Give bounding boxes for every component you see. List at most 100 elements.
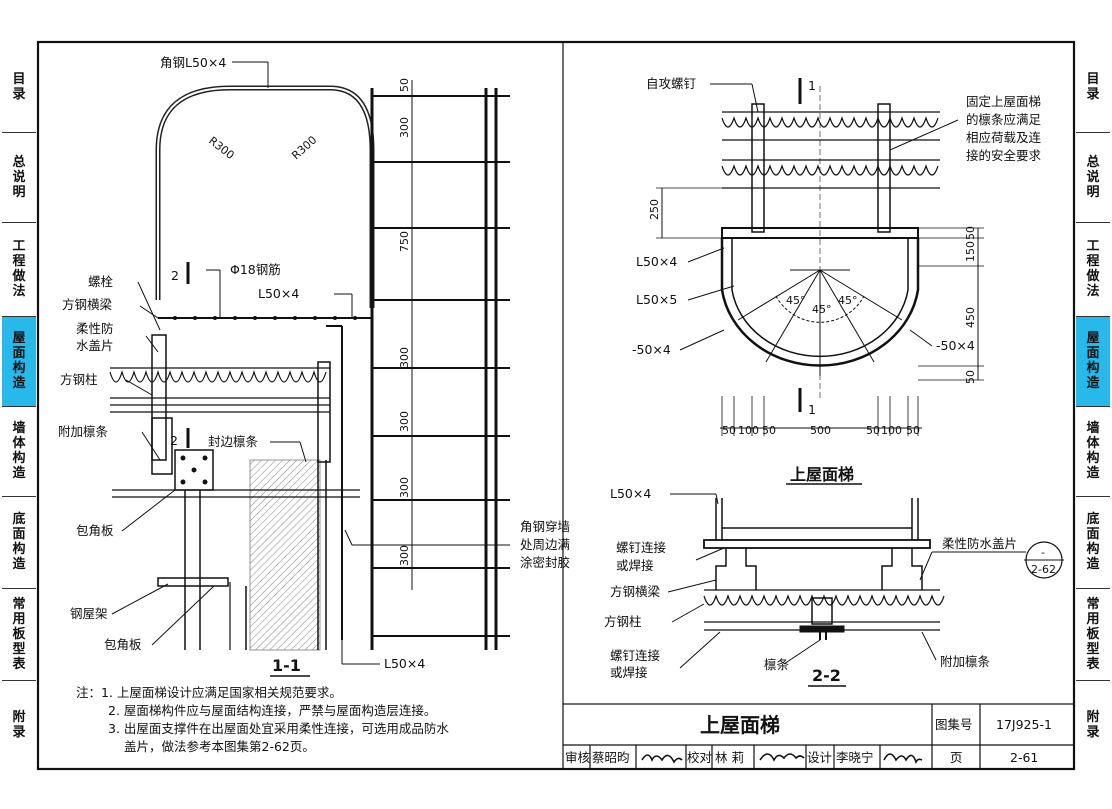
- plan-label-l50x5: L50×5: [636, 292, 677, 307]
- plan-dim-right-150: 150: [964, 241, 977, 262]
- section-mark-2-bottom: 2: [170, 433, 178, 448]
- reviewer-signature: [641, 754, 683, 764]
- s22-screw-weld-1a: 螺钉连接: [616, 540, 667, 555]
- dim-3: 750: [398, 231, 411, 252]
- side-tab-right-5[interactable]: 底 面 构 造: [1086, 512, 1100, 572]
- side-tab-divider: [1076, 680, 1110, 681]
- plan-dim-right-50a: 50: [964, 226, 977, 240]
- s22-purlin: 檩条: [764, 657, 790, 672]
- connection-plate: [174, 449, 214, 491]
- side-tab-left-4[interactable]: 墙 体 构 造: [12, 421, 26, 481]
- sheet-border: [36, 40, 1076, 771]
- side-tab-right-4[interactable]: 墙 体 构 造: [1086, 421, 1100, 481]
- side-tab-divider: [2, 222, 36, 223]
- checker-name: 林 莉: [715, 750, 744, 765]
- plan-dim-bottom-4: 500: [810, 424, 831, 437]
- note-line-1: 注：1. 上屋面梯设计应满足国家相关规范要求。: [76, 685, 342, 700]
- s22-screw-weld-2b: 或焊接: [610, 665, 648, 680]
- drawing-1-1-caption: 1-1: [272, 656, 301, 675]
- plan-label-l50x4: L50×4: [636, 254, 677, 269]
- side-tab-left-1[interactable]: 总 说 明: [12, 154, 26, 200]
- side-tab-left-5[interactable]: 底 面 构 造: [12, 512, 26, 572]
- side-tab-divider: [1076, 222, 1110, 223]
- side-tab-right-6[interactable]: 常 用 板 型 表: [1086, 596, 1100, 672]
- drawing-1-1: [109, 61, 510, 677]
- label-rebar: Φ18钢筋: [230, 262, 281, 277]
- beam-2-2: [703, 539, 931, 549]
- atlas-label: 图集号: [935, 717, 973, 732]
- label-radius-right: R300: [289, 133, 319, 162]
- s22-screw-weld-1b: 或焊接: [616, 558, 654, 573]
- drawing-2-2-caption: 2-2: [812, 666, 841, 685]
- side-tab-left-2[interactable]: 工 程 做 法: [12, 239, 26, 299]
- plan-label-neg-50x4-right: -50×4: [936, 338, 975, 353]
- plan-label-neg-50x4-left: -50×4: [632, 342, 671, 357]
- leader-lines-1-1: [111, 61, 510, 665]
- side-tab-right-3[interactable]: 屋 面 构 造: [1076, 316, 1110, 406]
- plan-label-self-tap-screw: 自攻螺钉: [646, 76, 697, 91]
- side-tab-right-0[interactable]: 目 录: [1086, 72, 1100, 102]
- plan-sec-1-bottom: 1: [808, 402, 816, 417]
- plan-purlin-note-3: 相应荷载及连: [966, 130, 1042, 145]
- dim-1: 50: [398, 78, 411, 92]
- atlas-no: 17J925-1: [996, 717, 1052, 732]
- side-tab-left-3[interactable]: 屋 面 构 造: [2, 316, 36, 406]
- label-wall-pen-2: 处周边满: [520, 537, 570, 552]
- side-tab-divider: [2, 316, 36, 317]
- wall-insulation: [249, 459, 321, 651]
- label-edge-purlin: 封边檩条: [208, 434, 259, 449]
- plan-dim-bottom-3: 50: [762, 424, 776, 437]
- plan-angle-a: 45°: [786, 294, 806, 307]
- s22-additional-purlin: 附加檩条: [940, 654, 991, 669]
- label-bolt: 螺栓: [88, 274, 114, 289]
- design-label: 设计: [807, 750, 832, 765]
- side-tab-divider: [2, 680, 36, 681]
- rebar-dots: [173, 316, 357, 320]
- square-steel-column: [151, 334, 167, 461]
- label-l50x4-bottom: L50×4: [384, 656, 425, 671]
- dim-4: 300: [398, 347, 411, 368]
- label-wall-pen-1: 角钢穿墙: [520, 519, 570, 534]
- side-tab-right-7[interactable]: 附 录: [1086, 709, 1100, 740]
- plan-dim-bottom-1: 50: [722, 424, 736, 437]
- ladder-top-frame: [721, 227, 919, 239]
- side-tab-left-0[interactable]: 目 录: [12, 72, 26, 102]
- side-tab-right-2[interactable]: 工 程 做 法: [1086, 239, 1100, 299]
- page-label: 页: [950, 750, 963, 765]
- dim-5: 300: [398, 411, 411, 432]
- side-tab-left-6[interactable]: 常 用 板 型 表: [12, 596, 26, 672]
- s22-ref-top: -: [1041, 546, 1045, 559]
- side-tab-divider: [1076, 406, 1110, 407]
- plan-sec-1-top: 1: [808, 78, 816, 93]
- side-tab-divider: [2, 406, 36, 407]
- s22-screw-weld-2a: 螺钉连接: [610, 648, 661, 663]
- drawing-2-2: [667, 493, 1064, 687]
- label-radius-left: R300: [206, 134, 237, 162]
- plan-angle-c: 45°: [838, 294, 858, 307]
- side-tab-right-1[interactable]: 总 说 明: [1086, 154, 1100, 200]
- plan-dim-bottom-2: 100: [738, 424, 759, 437]
- side-tab-divider: [1076, 316, 1110, 317]
- dim-7: 300: [398, 545, 411, 566]
- side-tab-divider: [2, 496, 36, 497]
- dim-6: 300: [398, 477, 411, 498]
- plan-dim-right-50b: 50: [964, 370, 977, 384]
- side-tab-divider: [2, 588, 36, 589]
- side-tab-divider: [1076, 496, 1110, 497]
- label-flexible-cover-1: 柔性防: [76, 321, 114, 336]
- designer-name: 李晓宁: [836, 750, 874, 765]
- s22-square-col: 方钢柱: [604, 614, 642, 629]
- dim-2: 300: [398, 117, 411, 138]
- label-steel-truss: 钢屋架: [70, 606, 108, 621]
- side-tab-divider: [1076, 132, 1110, 133]
- note-line-4: 盖片，做法参考本图集第2-62页。: [124, 739, 315, 754]
- label-additional-purlin: 附加檩条: [58, 424, 109, 439]
- ladder-rungs: [372, 95, 510, 637]
- label-wall-pen-3: 涂密封胶: [520, 555, 570, 570]
- roof-panels: [109, 367, 360, 498]
- check-label: 校对: [687, 750, 712, 765]
- side-tab-left-7[interactable]: 附 录: [12, 709, 26, 740]
- title-block: [562, 703, 1075, 770]
- drawing-plan: [656, 78, 984, 485]
